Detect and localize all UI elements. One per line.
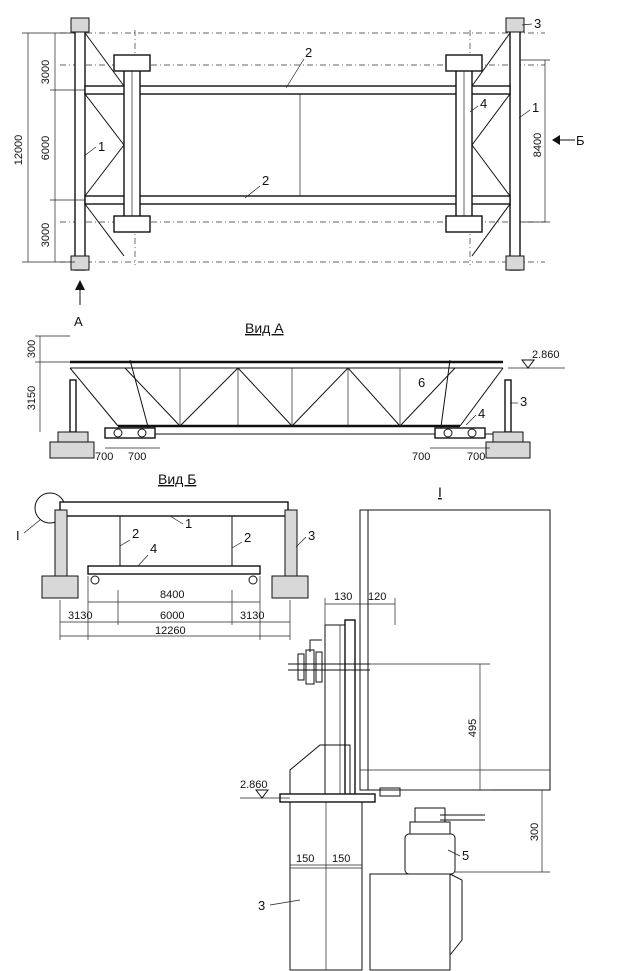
plan-wheel-br xyxy=(445,215,483,233)
plan-callout-2-top: 2 xyxy=(305,45,312,60)
detail-jack-top xyxy=(409,821,451,835)
view-b-dim-3130-left: 3130 xyxy=(68,610,92,622)
plan-post-tr xyxy=(505,17,525,33)
detail-callout-3: 3 xyxy=(258,898,265,913)
detail-callout-5: 5 xyxy=(462,848,469,863)
plan-dim-right: 8400 xyxy=(532,133,544,157)
view-a-base-right xyxy=(485,441,531,459)
plan-beam-bottom xyxy=(84,195,511,205)
view-a-elevation: 2.860 xyxy=(532,349,560,361)
detail-elevation: 2.860 xyxy=(240,779,268,791)
view-b-callout-3: 3 xyxy=(308,528,315,543)
detail-dim-150-left: 150 xyxy=(296,853,314,865)
detail-jack-base xyxy=(369,873,451,971)
view-a: Вид А 300 xyxy=(26,320,565,463)
plan-callout-3: 3 xyxy=(534,16,541,31)
arrow-b-icon xyxy=(552,135,560,145)
view-a-callout-3: 3 xyxy=(520,394,527,409)
plan-dim-total: 12000 xyxy=(13,135,25,166)
plan-wheel-bl xyxy=(113,215,151,233)
view-b-callout-2-left: 2 xyxy=(132,526,139,541)
view-a-post-left xyxy=(69,379,77,433)
view-b-callout-4: 4 xyxy=(150,541,157,556)
detail-jack-body xyxy=(404,833,456,875)
detail-dim-150-right: 150 xyxy=(332,853,350,865)
view-b-base-right xyxy=(271,575,309,599)
view-a-post-right xyxy=(504,379,512,433)
view-b-column-right xyxy=(284,509,298,577)
plan-arrow-a-label: А xyxy=(74,314,83,329)
arrow-a-icon xyxy=(75,280,85,290)
view-b-dim-8400: 8400 xyxy=(160,589,184,601)
plan-view: 12000 3000 6000 3000 8400 1 1 2 2 3 4 А … xyxy=(13,16,585,329)
plan-beam-top xyxy=(84,85,511,95)
plan-callout-2-bottom: 2 xyxy=(262,173,269,188)
view-b-top-beam xyxy=(59,501,289,517)
view-a-bogie-left xyxy=(104,427,156,439)
view-b-detail-mark: I xyxy=(16,528,20,543)
view-b-dim-12260: 12260 xyxy=(155,625,186,637)
detail-title: I xyxy=(438,484,442,500)
view-a-dim-300: 300 xyxy=(26,340,38,358)
plan-post-br xyxy=(505,255,525,271)
view-a-dim-700-a: 700 xyxy=(95,451,113,463)
detail-dim-300: 300 xyxy=(529,823,541,841)
view-b-dim-3130-right: 3130 xyxy=(240,610,264,622)
view-a-foundation-left xyxy=(57,431,89,443)
detail-base-plate xyxy=(279,793,376,803)
plan-post-bl xyxy=(70,255,90,271)
detail-view: I 13 xyxy=(240,484,551,971)
view-b-callout-1: 1 xyxy=(185,516,192,531)
detail-beam-block xyxy=(359,509,551,791)
view-b-base-left xyxy=(41,575,79,599)
view-a-base-left xyxy=(49,441,95,459)
plan-post-tl xyxy=(70,17,90,33)
view-a-callout-4: 4 xyxy=(478,406,485,421)
plan-callout-1-right: 1 xyxy=(532,100,539,115)
plan-wheel-tl xyxy=(113,54,151,72)
view-a-callout-6: 6 xyxy=(418,375,425,390)
plan-callout-1-left: 1 xyxy=(98,139,105,154)
plan-beam-left xyxy=(74,19,86,271)
plan-beam-right xyxy=(509,19,521,271)
plan-dim-middle: 6000 xyxy=(40,136,52,160)
view-a-dim-700-b: 700 xyxy=(128,451,146,463)
view-a-title: Вид А xyxy=(245,320,284,336)
view-b-callout-2-right: 2 xyxy=(244,530,251,545)
view-b-dim-6000: 6000 xyxy=(160,610,184,622)
view-b-column-left xyxy=(54,509,68,577)
detail-dim-495: 495 xyxy=(467,719,479,737)
detail-dim-130: 130 xyxy=(334,591,352,603)
view-a-dim-3150: 3150 xyxy=(26,386,38,410)
view-a-dim-700-d: 700 xyxy=(467,451,485,463)
detail-dim-120: 120 xyxy=(368,591,386,603)
plan-arrow-b-label: Б xyxy=(576,133,585,148)
view-a-dim-700-c: 700 xyxy=(412,451,430,463)
view-b: Вид Б I 1 2 2 3 4 xyxy=(16,471,315,640)
plan-dim-top: 3000 xyxy=(40,60,52,84)
plan-dim-bottom: 3000 xyxy=(40,223,52,247)
plan-wheel-tr xyxy=(445,54,483,72)
detail-bracket-left xyxy=(289,744,351,800)
view-a-bogie-right xyxy=(434,427,486,439)
view-b-title: Вид Б xyxy=(158,471,196,487)
view-a-foundation-right xyxy=(492,431,524,443)
view-b-lower-beam xyxy=(87,565,261,575)
plan-callout-4: 4 xyxy=(480,96,487,111)
